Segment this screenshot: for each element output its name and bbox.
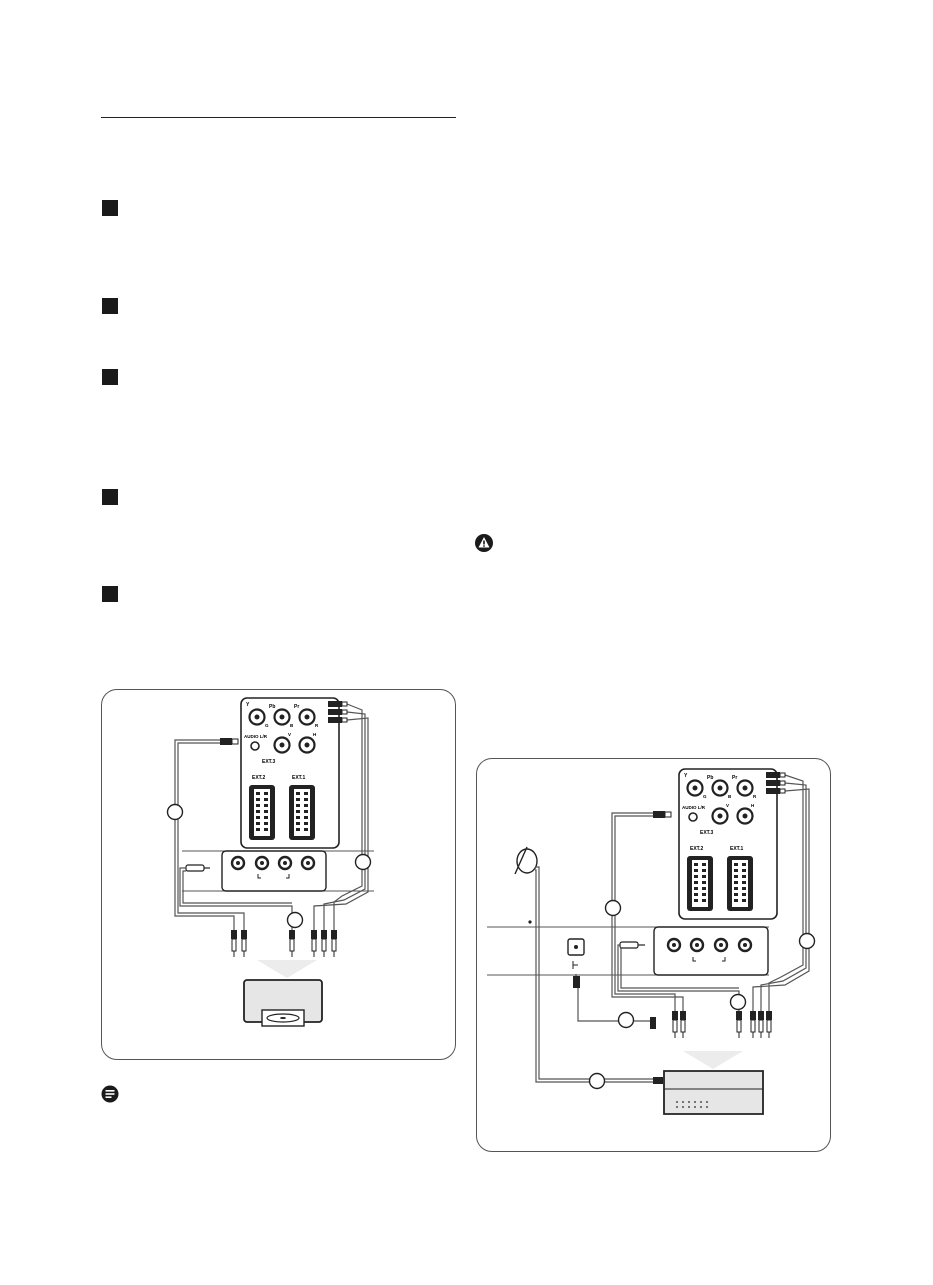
callout-circle [798,932,816,950]
rca-plugs-bottom [672,1011,772,1038]
note-icon [101,1085,119,1103]
label-pb: Pb [707,775,713,781]
callout-circle [729,993,747,1011]
label-pr: Pr [294,704,299,710]
scart-ext1 [289,785,315,840]
label-ext2: EXT.2 [690,846,704,852]
scart-ext2 [249,785,275,840]
label-y: Y [246,702,250,708]
label-v: V [726,803,729,808]
component-inputs: Y Pb Pr G B R AUDIO L/R V H EXT.3 [244,702,319,765]
label-y: Y [684,773,688,779]
label-audio: AUDIO L/R [244,734,268,739]
warning-icon [475,534,493,552]
av-plugs-top [573,772,786,1084]
label-ext1: EXT.1 [292,775,306,781]
scart-ext1 [727,856,753,911]
label-ext1: EXT.1 [730,846,744,852]
step-marker-2 [102,298,118,314]
receiver-connection-diagram: Y Pb Pr G B R AUDIO L/R V H EXT.3 EXT.2 … [476,758,831,1152]
callout-circle [617,1011,635,1029]
cables [535,774,810,1083]
label-h: H [313,732,316,737]
dvd-player-icon [243,979,323,1027]
av-plugs-top [220,701,348,745]
callout-circle [354,853,372,871]
callout-circle [286,911,304,929]
projection-shading [257,960,317,978]
label-pb: Pb [269,704,275,710]
step-marker-4 [102,489,118,505]
label-h: H [751,803,754,808]
connector-panel: Y Pb Pr G B R AUDIO L/R V H EXT.3 EXT.2 … [240,697,340,849]
label-ext2: EXT.2 [252,775,266,781]
label-pr: Pr [732,775,737,781]
callout-circle [166,803,184,821]
header-rule [101,117,456,118]
label-ext3: EXT.3 [700,830,714,836]
label-audio: AUDIO L/R [682,805,706,810]
dvd-connection-diagram: Y Pb Pr G B R AUDIO L/R V H EXT.3 EXT.2 … [101,689,456,1060]
label-v: V [288,732,291,737]
label-g: G [265,723,269,728]
step-marker-5 [102,586,118,602]
connector-panel: Y Pb Pr G B R AUDIO L/R V H EXT.3 EXT.2 … [678,768,778,920]
label-ext3: EXT.3 [262,759,276,765]
projection-shading [683,1051,743,1069]
step-marker-1 [102,200,118,216]
label-b: B [728,794,732,799]
label-b: B [290,723,294,728]
rca-plugs-bottom [231,930,337,957]
satellite-dish-icon [514,846,538,875]
step-marker-3 [102,369,118,385]
label-r: R [753,794,757,799]
scart-ext2 [687,856,713,911]
side-input-panel [487,920,769,976]
label-g: G [703,794,707,799]
callout-circle [588,1072,606,1090]
cables [174,703,369,930]
receiver-icon [663,1070,764,1115]
side-input-panel [182,850,374,892]
callout-circle [604,899,622,917]
label-r: R [315,723,319,728]
